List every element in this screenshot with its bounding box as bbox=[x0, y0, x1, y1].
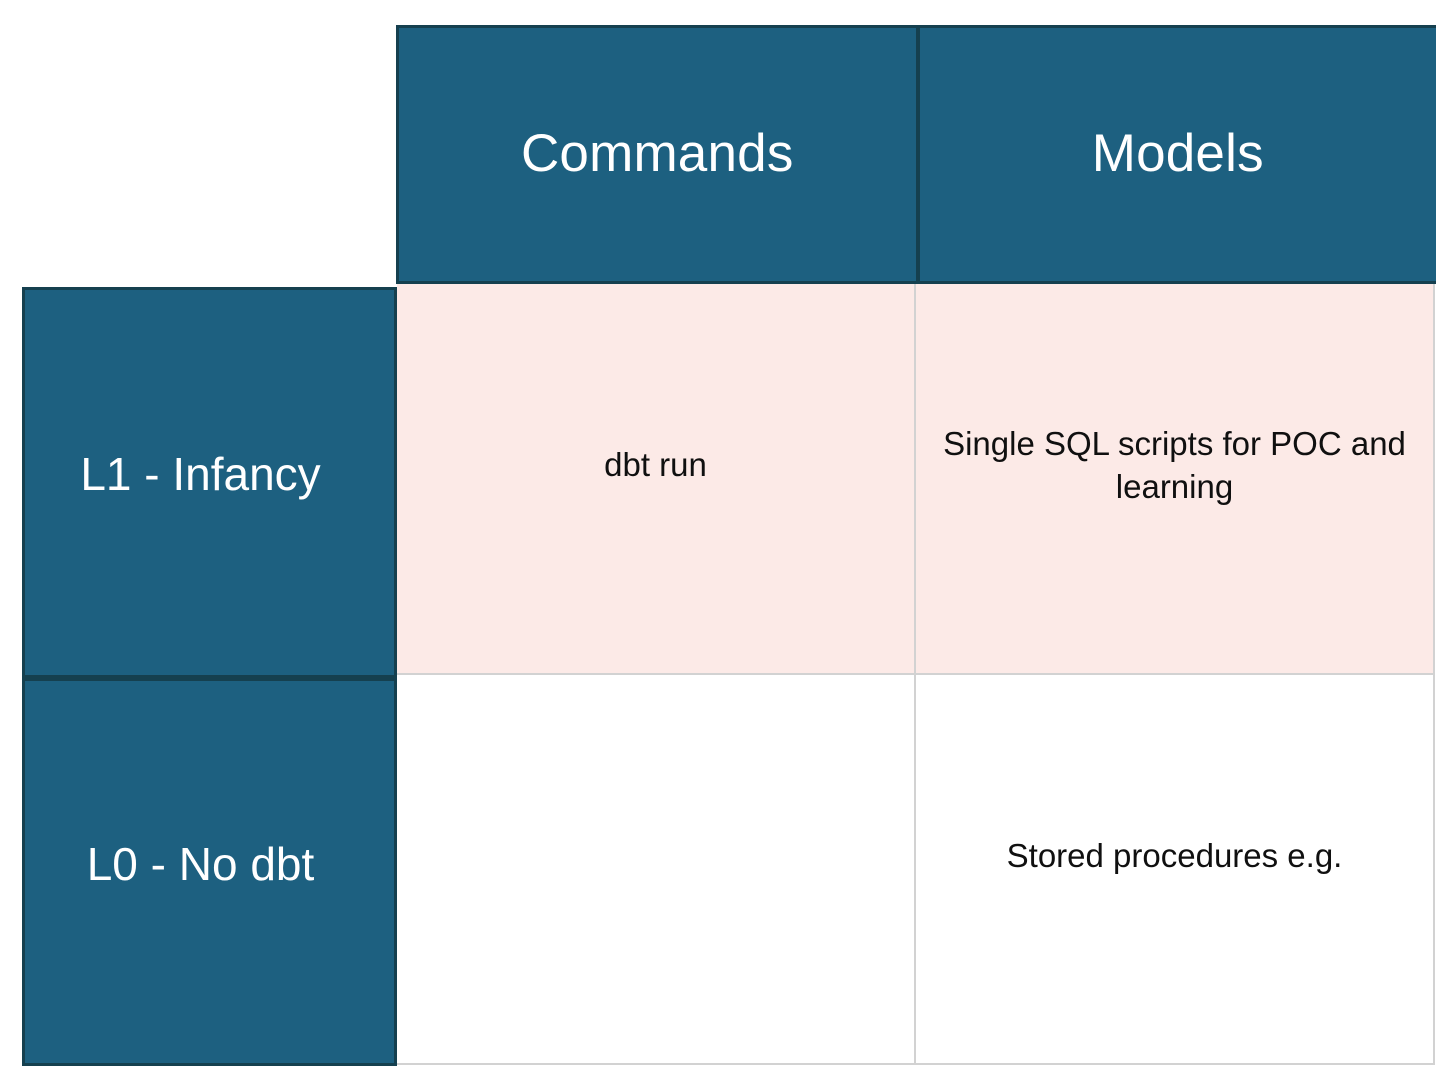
cell-l1-models: Single SQL scripts for POC and learning bbox=[914, 284, 1433, 673]
cell-l1-models-text: Single SQL scripts for POC and learning bbox=[943, 424, 1406, 506]
cell-l0-commands bbox=[397, 674, 914, 1063]
cell-l0-models: Stored procedures e.g. bbox=[914, 674, 1433, 1063]
matrix-body: dbt run Single SQL scripts for POC and l… bbox=[397, 284, 1435, 1065]
row-header-l0-no-dbt: L0 - No dbt bbox=[22, 678, 397, 1066]
cell-l0-models-text: Stored procedures e.g. bbox=[1006, 836, 1343, 874]
table-row: Stored procedures e.g. bbox=[397, 674, 1433, 1063]
column-header-band: Commands Models bbox=[396, 25, 1436, 284]
column-header-commands-label: Commands bbox=[520, 124, 794, 184]
column-header-models-label: Models bbox=[1091, 124, 1264, 184]
table-row: dbt run Single SQL scripts for POC and l… bbox=[397, 284, 1433, 675]
row-header-l1-infancy-label: L1 - Infancy bbox=[80, 448, 321, 501]
column-header-models: Models bbox=[915, 28, 1436, 281]
row-header-l1-infancy: L1 - Infancy bbox=[22, 287, 397, 678]
row-header-l0-no-dbt-label: L0 - No dbt bbox=[86, 837, 315, 890]
cell-l1-commands: dbt run bbox=[397, 284, 914, 673]
cell-l1-commands-text: dbt run bbox=[604, 446, 707, 484]
column-header-commands: Commands bbox=[396, 28, 916, 281]
